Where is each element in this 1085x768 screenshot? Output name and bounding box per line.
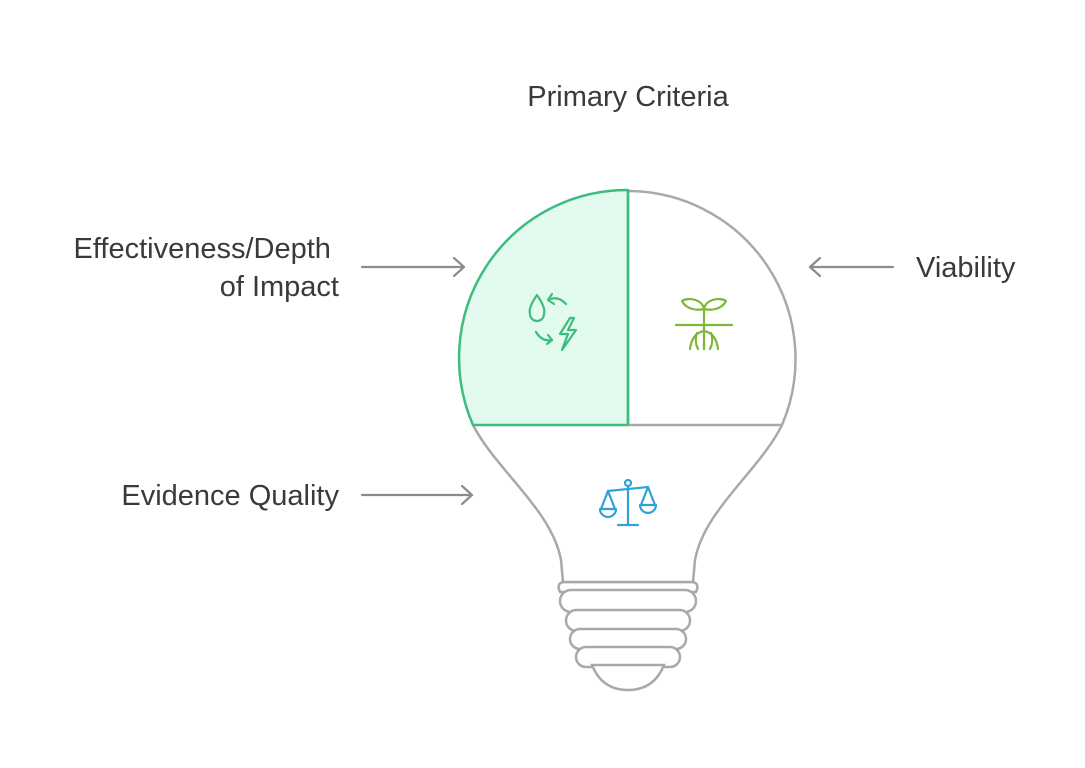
arrow-evidence: [360, 484, 474, 506]
plant-roots-icon: [674, 298, 734, 351]
bulb-base: [557, 580, 699, 692]
water-energy-cycle-icon: [528, 292, 578, 352]
arrows: [360, 256, 895, 506]
balance-scale-icon: [598, 478, 658, 527]
arrow-viability: [808, 256, 895, 278]
label-effectiveness: Effectiveness/Depth of Impact: [74, 233, 339, 303]
arrow-effectiveness: [360, 256, 466, 278]
label-evidence-quality: Evidence Quality: [121, 480, 339, 512]
bulb-tip: [590, 663, 666, 692]
label-viability: Viability: [916, 252, 1016, 284]
bulb-thread-1: [558, 588, 698, 614]
label-effectiveness-line-1: Effectiveness/Depth: [74, 233, 331, 265]
label-effectiveness-line-2: of Impact: [220, 271, 339, 303]
diagram-title: Primary Criteria: [527, 81, 729, 113]
